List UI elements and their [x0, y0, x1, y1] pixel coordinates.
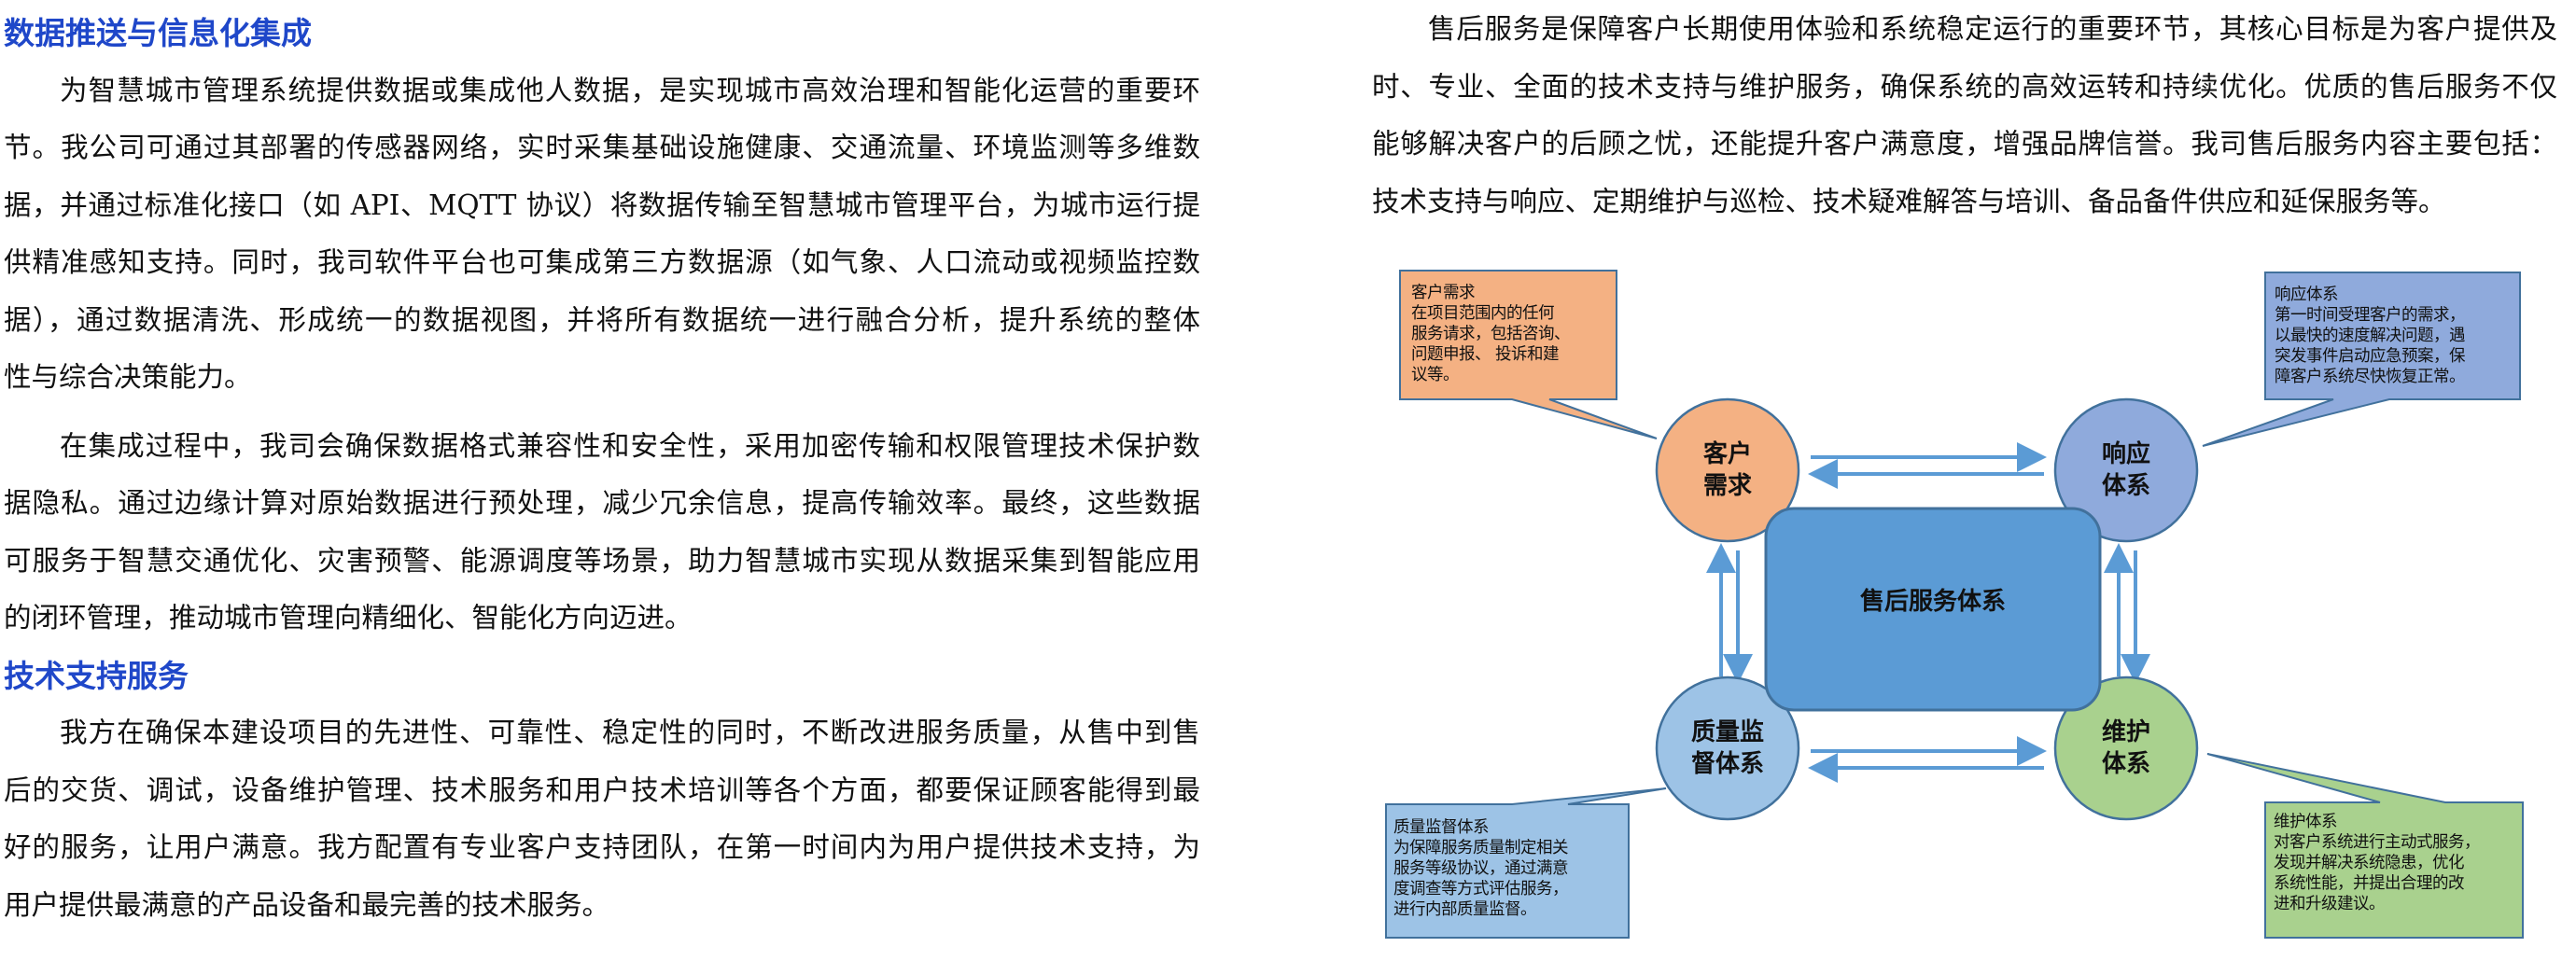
- node-label-line: 需求: [1702, 472, 1752, 500]
- paragraph-line: 据隐私。通过边缘计算对原始数据进行预处理，减少冗余信息，提高传输效率。最终，这些…: [4, 487, 1200, 519]
- paragraph-line: 好的服务，让用户满意。我方配置有专业客户支持团队，在第一时间内为用户提供技术支持…: [4, 831, 1200, 863]
- left-column: 数据推送与信息化集成为智慧城市管理系统提供数据或集成他人数据，是实现城市高效治理…: [4, 5, 1200, 934]
- section-heading: 数据推送与信息化集成: [4, 15, 312, 51]
- callout-line: 问题申报、 投诉和建: [1411, 345, 1560, 364]
- callout-title: 客户需求: [1411, 284, 1476, 302]
- node-label-line: 响应: [2101, 440, 2150, 468]
- callout-maintain-text: 维护体系对客户系统进行主动式服务， 发现并解决系统隐患，优化系统性能，并提出合理的…: [2274, 812, 2481, 914]
- callout-line: 为保障服务质量制定相关: [1393, 839, 1569, 857]
- callout-maintain-shape: [2206, 753, 2524, 939]
- paragraph-line: 在集成过程中，我司会确保数据格式兼容性和安全性，采用加密传输和权限管理技术保护数: [60, 429, 1200, 462]
- node-label-line: 督体系: [1690, 750, 1764, 778]
- paragraph-line: 节。我公司可通过其部署的传感器网络，实时采集基础设施健康、交通流量、环境监测等多…: [4, 132, 1200, 163]
- node-maintain-circle: [2053, 676, 2199, 821]
- callout-line: 第一时间受理客户的需求，: [2275, 306, 2466, 325]
- callout-title: 维护体系: [2274, 813, 2338, 831]
- center-box-shape: [1764, 507, 2102, 712]
- node-customer-circle: [1655, 397, 1800, 543]
- callout-response-text: 响应体系第一时间受理客户的需求， 以最快的速度解决问题，遇突发事件启动应急预案，保…: [2275, 285, 2466, 387]
- paragraph-line: 可服务于智慧交通优化、灾害预警、能源调度等场景，助力智慧城市实现从数据采集到智能…: [4, 544, 1200, 577]
- connector-arrows: [1706, 442, 2150, 783]
- node-label-line: 客户: [1702, 440, 1752, 468]
- callout-customer-text: 客户需求在项目范围内的任何服务请求，包括咨询、问题申报、 投诉和建议等。: [1411, 283, 1571, 385]
- callout-quality-text: 质量监督体系为保障服务质量制定相关服务等级协议，通过满意度调查等方式评估服务， 进…: [1393, 817, 1569, 920]
- node-label-line: 体系: [2101, 750, 2150, 778]
- paragraph: 我方在确保本建设项目的先进性、可靠性、稳定性的同时，不断改进服务质量，从售中到售…: [4, 704, 1200, 934]
- node-label-line: 维护: [2101, 718, 2150, 746]
- paragraph-line: 供精准感知支持。同时，我司软件平台也可集成第三方数据源（如气象、人口流动或视频监…: [4, 246, 1200, 278]
- paragraph-line: 技术支持与响应、定期维护与巡检、技术疑难解答与培训、备品备件供应和延保服务等。: [1372, 185, 2446, 217]
- callout-line: 进和升级建议。: [2274, 895, 2386, 913]
- paragraph-line: 售后服务是保障客户长期使用体验和系统稳定运行的重要环节，其核心目标是为客户提供及: [1428, 13, 2557, 45]
- callout-line: 在项目范围内的任何: [1411, 304, 1555, 323]
- paragraph-line: 据），通过数据清洗、形成统一的数据视图，并将所有数据统一进行融合分析，提升系统的…: [4, 303, 1200, 336]
- callout-customer-shape: [1399, 270, 1658, 439]
- node-response-circle: [2053, 397, 2199, 543]
- paragraph: 在集成过程中，我司会确保数据格式兼容性和安全性，采用加密传输和权限管理技术保护数…: [4, 418, 1200, 648]
- section-heading: 技术支持服务: [4, 657, 189, 694]
- node-customer-label: 客户需求: [1658, 439, 1798, 502]
- callout-line: 对客户系统进行主动式服务，: [2274, 833, 2481, 852]
- callout-line: 突发事件启动应急预案，保: [2275, 347, 2466, 366]
- callout-response-shape: [2202, 272, 2521, 447]
- paragraph-line: 时、专业、全面的技术支持与维护服务，确保系统的高效运转和持续优化。优质的售后服务…: [1372, 70, 2557, 103]
- node-label-line: 质量监: [1690, 718, 1764, 746]
- callout-line: 系统性能，并提出合理的改: [2274, 874, 2465, 893]
- paragraph: 为智慧城市管理系统提供数据或集成他人数据，是实现城市高效治理和智能化运营的重要环…: [4, 63, 1200, 407]
- callout-line: 度调查等方式评估服务，: [1393, 880, 1569, 898]
- callout-line: 以最快的速度解决问题，遇: [2275, 327, 2466, 345]
- paragraph-line: 据，并通过标准化接口（如 API、MQTT 协议）将数据传输至智慧城市管理平台，…: [4, 188, 1200, 221]
- callout-line: 服务等级协议，通过满意: [1393, 859, 1569, 878]
- paragraph-line: 性与综合决策能力。: [4, 361, 252, 393]
- callout-line: 障客户系统尽快恢复正常。: [2275, 368, 2466, 386]
- callout-line: 议等。: [1411, 366, 1460, 384]
- callout-title: 质量监督体系: [1393, 818, 1490, 837]
- node-response-label: 响应体系: [2056, 439, 2196, 502]
- callout-line: 进行内部质量监督。: [1393, 900, 1537, 919]
- paragraph: 售后服务是保障客户长期使用体验和系统稳定运行的重要环节，其核心目标是为客户提供及…: [1372, 1, 2557, 230]
- right-column: 售后服务是保障客户长期使用体验和系统稳定运行的重要环节，其核心目标是为客户提供及…: [1372, 1, 2557, 230]
- paragraph-line: 能够解决客户的后顾之忧，还能提升客户满意度，增强品牌信誉。我司售后服务内容主要包…: [1372, 128, 2557, 160]
- node-quality-label: 质量监督体系: [1658, 717, 1798, 780]
- node-quality-circle: [1655, 676, 1800, 821]
- paragraph-line: 为智慧城市管理系统提供数据或集成他人数据，是实现城市高效治理和智能化运营的重要环: [60, 74, 1200, 106]
- callout-line: 发现并解决系统隐患，优化: [2274, 854, 2465, 872]
- callout-line: 服务请求，包括咨询、: [1411, 325, 1571, 343]
- node-label-line: 体系: [2101, 472, 2150, 500]
- callout-quality-shape: [1385, 787, 1667, 939]
- paragraph-line: 的闭环管理，推动城市管理向精细化、智能化方向迈进。: [4, 602, 693, 634]
- paragraph-line: 我方在确保本建设项目的先进性、可靠性、稳定性的同时，不断改进服务质量，从售中到售: [60, 717, 1200, 748]
- paragraph-line: 后的交货、调试，设备维护管理、技术服务和用户技术培训等各个方面，都要保证顾客能得…: [4, 773, 1200, 806]
- callout-title: 响应体系: [2275, 286, 2339, 304]
- node-maintain-label: 维护体系: [2056, 717, 2196, 780]
- center-label: 售后服务体系: [1859, 588, 2006, 616]
- paragraph-line: 用户提供最满意的产品设备和最完善的技术服务。: [4, 888, 610, 921]
